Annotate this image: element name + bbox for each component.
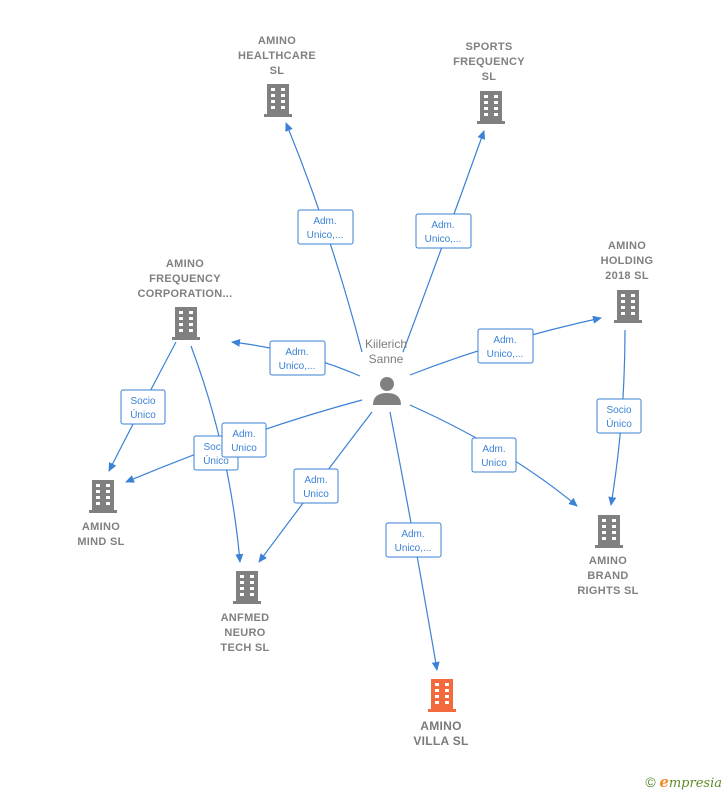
company-name-line1: AMINO bbox=[82, 521, 120, 533]
company-name-line2: FREQUENCY bbox=[149, 273, 221, 285]
company-name-line2: HEALTHCARE bbox=[238, 50, 316, 62]
company-name-line1: AMINO bbox=[166, 258, 204, 270]
relation-mind-adm[interactable]: Adm. Unico bbox=[221, 422, 267, 458]
company-amino-holding[interactable]: AMINO HOLDING 2018 SL bbox=[601, 240, 654, 323]
relation-line2: Único bbox=[130, 408, 156, 421]
building-icon bbox=[89, 480, 117, 513]
edges bbox=[108, 122, 626, 671]
relation-line2: Unico,... bbox=[425, 234, 462, 245]
relation-villa[interactable]: Adm. Unico,... bbox=[385, 522, 442, 558]
relation-line2: Unico,... bbox=[395, 543, 432, 554]
company-name-line1: AMINO bbox=[608, 240, 646, 252]
company-amino-brand-rights[interactable]: AMINO BRAND RIGHTS SL bbox=[577, 515, 638, 597]
company-name-line1: AMINO bbox=[420, 719, 462, 733]
company-name-line1: SPORTS bbox=[465, 41, 512, 53]
person-node[interactable]: Kiilerich Sanne bbox=[365, 337, 407, 405]
company-name-line2: MIND SL bbox=[77, 536, 124, 548]
relation-freq-mind[interactable]: Socio Único bbox=[120, 389, 166, 425]
company-amino-mind[interactable]: AMINO MIND SL bbox=[77, 480, 124, 548]
relation-line1: Adm. bbox=[493, 335, 516, 346]
relation-line2: Unico bbox=[481, 458, 507, 469]
person-name-line1: Kiilerich bbox=[365, 337, 407, 351]
relation-line1: Adm. bbox=[313, 216, 336, 227]
copyright-symbol: © bbox=[645, 774, 656, 790]
relation-line2: Unico,... bbox=[307, 230, 344, 241]
relation-anfmed[interactable]: Adm. Unico bbox=[293, 468, 339, 504]
company-name-line3: RIGHTS SL bbox=[577, 585, 638, 597]
relation-line2: Único bbox=[606, 417, 632, 430]
brand-logo-text: mpresia bbox=[668, 776, 722, 791]
brand-logo-initial: e bbox=[659, 773, 669, 791]
company-name-line3: 2018 SL bbox=[605, 270, 649, 282]
building-icon bbox=[595, 515, 623, 548]
footer-brand: © empresia bbox=[645, 773, 722, 791]
building-icon-highlight bbox=[428, 679, 456, 712]
company-amino-frequency[interactable]: AMINO FREQUENCY CORPORATION... bbox=[137, 258, 232, 340]
relation-line2: Unico bbox=[303, 489, 329, 500]
building-icon bbox=[264, 84, 292, 117]
relation-line1: Socio bbox=[606, 405, 631, 416]
company-amino-healthcare[interactable]: AMINO HEALTHCARE SL bbox=[238, 35, 316, 117]
company-name-line2: VILLA SL bbox=[413, 734, 468, 748]
building-icon bbox=[172, 307, 200, 340]
company-name-line2: NEURO bbox=[224, 627, 265, 639]
company-name-line3: SL bbox=[482, 71, 497, 83]
company-name-line2: HOLDING bbox=[601, 255, 654, 267]
relation-line2: Unico,... bbox=[279, 361, 316, 372]
relation-line1: Adm. bbox=[304, 475, 327, 486]
relation-line1: Socio bbox=[203, 442, 228, 453]
building-icon bbox=[477, 91, 505, 124]
company-name-line2: BRAND bbox=[587, 570, 628, 582]
relation-line1: Adm. bbox=[482, 444, 505, 455]
building-icon bbox=[233, 571, 261, 604]
relation-line1: Adm. bbox=[431, 220, 454, 231]
company-name-line3: CORPORATION... bbox=[137, 288, 232, 300]
relation-sports[interactable]: Adm. Unico,... bbox=[415, 213, 472, 249]
person-icon bbox=[373, 377, 401, 405]
relation-line1: Adm. bbox=[285, 347, 308, 358]
relation-holding-brand[interactable]: Socio Único bbox=[596, 398, 642, 434]
relation-line2: Unico bbox=[231, 443, 257, 454]
relation-brand[interactable]: Adm. Unico bbox=[471, 437, 517, 473]
relation-holding[interactable]: Adm. Unico,... bbox=[477, 328, 534, 364]
company-name-line1: ANFMED bbox=[221, 612, 270, 624]
relation-healthcare[interactable]: Adm. Unico,... bbox=[297, 209, 354, 245]
relation-line1: Adm. bbox=[232, 429, 255, 440]
relation-line2: Unico,... bbox=[487, 349, 524, 360]
company-anfmed-neuro-tech[interactable]: ANFMED NEURO TECH SL bbox=[220, 571, 269, 654]
person-name-line2: Sanne bbox=[369, 352, 404, 366]
company-name-line3: TECH SL bbox=[220, 642, 269, 654]
company-amino-villa[interactable]: AMINO VILLA SL bbox=[413, 679, 468, 748]
relation-line1: Socio bbox=[130, 396, 155, 407]
company-name-line1: AMINO bbox=[589, 555, 627, 567]
company-name-line1: AMINO bbox=[258, 35, 296, 47]
relation-line1: Adm. bbox=[401, 529, 424, 540]
building-icon bbox=[614, 290, 642, 323]
relation-frequency[interactable]: Adm. Unico,... bbox=[269, 340, 326, 376]
company-name-line2: FREQUENCY bbox=[453, 56, 525, 68]
company-sports-frequency[interactable]: SPORTS FREQUENCY SL bbox=[453, 41, 525, 124]
company-name-line3: SL bbox=[270, 65, 285, 77]
